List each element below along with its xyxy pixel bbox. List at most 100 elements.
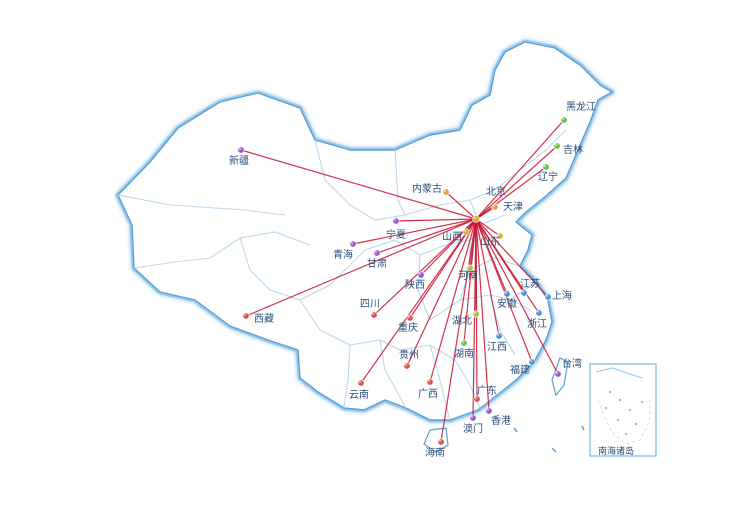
country-outline — [115, 39, 615, 423]
route-line — [373, 218, 477, 316]
city-label: 山东 — [480, 235, 500, 248]
route-line — [376, 218, 477, 254]
city-label: 云南 — [349, 388, 369, 401]
city-marker[interactable] — [417, 271, 425, 279]
city-marker[interactable] — [242, 312, 250, 320]
city-dot-highlight — [470, 415, 474, 419]
city-label: 内蒙古 — [412, 182, 442, 195]
city-dot-highlight — [554, 143, 558, 147]
route-line — [475, 218, 549, 298]
route-line — [475, 218, 501, 237]
city-label: 河南 — [458, 269, 478, 282]
city-marker[interactable] — [542, 163, 550, 171]
inset-label: 南海诸岛 — [598, 445, 634, 457]
city-label: 辽宁 — [538, 170, 558, 183]
city-marker[interactable] — [473, 395, 481, 403]
city-label: 广东 — [477, 384, 497, 397]
city-dot-highlight — [543, 164, 547, 168]
city-marker[interactable] — [472, 215, 480, 223]
city-marker[interactable] — [442, 188, 450, 196]
route-line — [475, 119, 565, 220]
city-label: 西藏 — [254, 313, 274, 325]
city-marker[interactable] — [553, 142, 561, 150]
city-dot-highlight — [407, 315, 411, 319]
city-label: 陕西 — [405, 278, 425, 291]
city-label: 江苏 — [520, 277, 540, 290]
city-marker[interactable] — [370, 311, 378, 319]
city-marker[interactable] — [491, 203, 499, 211]
city-dot-highlight — [561, 117, 565, 121]
city-dot-highlight — [467, 265, 471, 269]
city-marker[interactable] — [544, 293, 552, 301]
city-label: 香港 — [491, 415, 511, 427]
city-marker[interactable] — [495, 332, 503, 340]
city-dot-highlight — [521, 290, 525, 294]
city-dot-highlight — [474, 396, 478, 400]
city-label: 黑龙江 — [566, 100, 596, 113]
city-dot-highlight — [443, 189, 447, 193]
city-marker[interactable] — [503, 290, 511, 298]
city-dot-highlight — [492, 204, 496, 208]
city-label: 澳门 — [463, 422, 483, 435]
city-marker[interactable] — [485, 407, 493, 415]
city-dot-highlight — [418, 272, 422, 276]
city-marker[interactable] — [373, 249, 381, 257]
city-dot-highlight — [496, 333, 500, 337]
city-dot-highlight — [374, 250, 378, 254]
city-marker[interactable] — [460, 339, 468, 347]
city-marker[interactable] — [535, 309, 543, 317]
route-line — [240, 149, 477, 220]
city-marker[interactable] — [437, 438, 445, 446]
city-dot-highlight — [545, 294, 549, 298]
route-line — [463, 218, 477, 344]
city-label: 甘肃 — [367, 257, 387, 270]
south-china-sea-inset: 南海诸岛 — [589, 363, 657, 457]
route-line — [475, 218, 533, 363]
route-line — [245, 218, 477, 317]
city-marker[interactable] — [496, 232, 504, 240]
city-label: 青海 — [333, 248, 353, 261]
city-dot-highlight — [555, 371, 559, 375]
city-dot-highlight — [393, 218, 397, 222]
route-line — [440, 218, 477, 443]
city-marker[interactable] — [403, 362, 411, 370]
city-marker[interactable] — [520, 289, 528, 297]
city-marker[interactable] — [349, 240, 357, 248]
city-marker[interactable] — [472, 310, 480, 318]
city-label: 重庆 — [398, 321, 418, 334]
city-label: 海南 — [425, 446, 445, 459]
route-line — [475, 218, 490, 412]
city-marker[interactable] — [528, 358, 536, 366]
city-marker[interactable] — [462, 228, 470, 236]
city-label: 湖南 — [454, 347, 474, 360]
city-marker[interactable] — [392, 217, 400, 225]
city-dot-highlight — [486, 408, 490, 412]
city-label: 新疆 — [229, 154, 249, 167]
city-label: 北京 — [486, 185, 506, 198]
city-marker[interactable] — [554, 370, 562, 378]
route-line — [475, 166, 547, 220]
route-line — [475, 218, 478, 400]
city-label: 浙江 — [527, 318, 547, 330]
route-line — [429, 218, 477, 383]
city-dot-highlight — [358, 380, 362, 384]
city-dot-highlight — [350, 241, 354, 245]
city-dot-highlight — [238, 147, 242, 151]
city-label: 安徽 — [497, 297, 517, 310]
route-lines — [240, 119, 565, 443]
city-dot-highlight — [243, 313, 247, 317]
city-marker[interactable] — [560, 116, 568, 124]
city-marker[interactable] — [237, 146, 245, 154]
city-marker[interactable] — [406, 314, 414, 322]
city-label: 贵州 — [399, 348, 419, 361]
city-marker[interactable] — [426, 378, 434, 386]
city-marker[interactable] — [357, 379, 365, 387]
city-marker[interactable] — [469, 414, 477, 422]
city-label: 湖北 — [452, 315, 472, 327]
route-line — [475, 218, 500, 337]
city-marker[interactable] — [466, 264, 474, 272]
city-dot-highlight — [404, 363, 408, 367]
route-line — [395, 218, 477, 222]
city-label: 天津 — [503, 201, 523, 213]
city-label: 四川 — [360, 299, 380, 310]
